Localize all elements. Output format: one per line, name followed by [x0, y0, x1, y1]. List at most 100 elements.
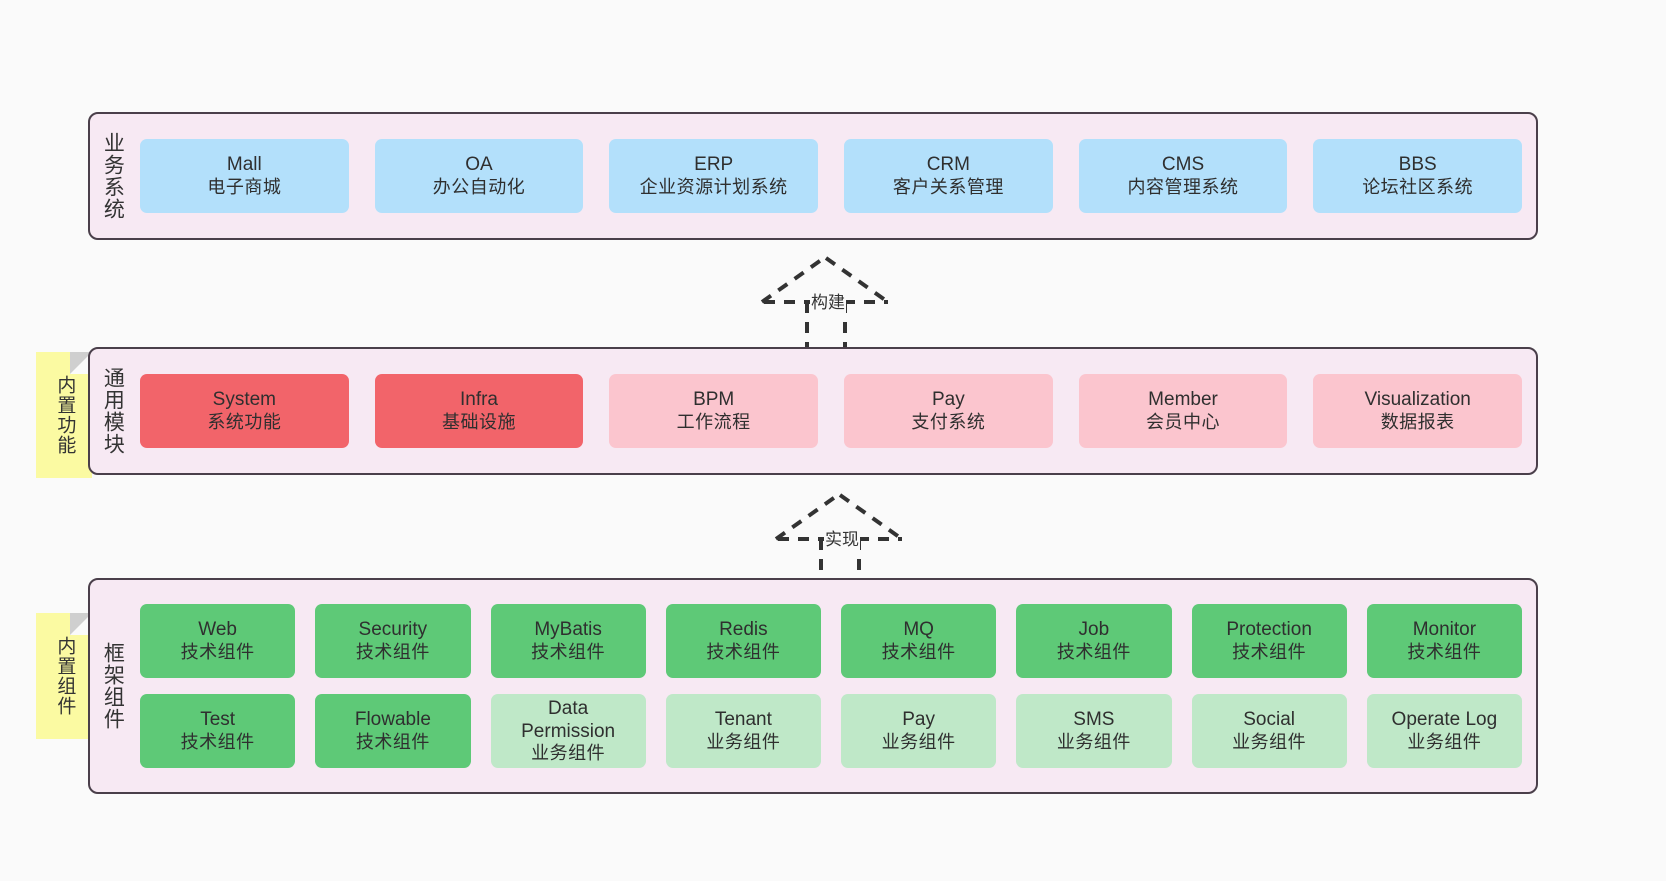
- note-label: 内置功能: [54, 375, 76, 455]
- node-title-en: ERP: [694, 154, 734, 176]
- node-test[interactable]: Test 技术组件: [140, 694, 296, 768]
- node-title-cn: 基础设施: [442, 411, 516, 432]
- layer-title-framework: 框架组件: [101, 642, 125, 730]
- layer-title-business: 业务系统: [101, 132, 125, 220]
- node-title-en: MyBatis: [534, 619, 602, 641]
- node-title-en: SMS: [1073, 709, 1115, 731]
- node-title-cn: 技术组件: [355, 641, 430, 662]
- node-title-cn: 办公自动化: [432, 176, 526, 197]
- node-title-en: Job: [1078, 619, 1110, 641]
- node-system[interactable]: System 系统功能: [140, 374, 349, 448]
- note-builtin-components: 内置组件: [36, 613, 92, 739]
- note-label: 内置组件: [54, 636, 76, 716]
- node-title-cn: 支付系统: [911, 411, 986, 432]
- node-sms[interactable]: SMS 业务组件: [1016, 694, 1172, 768]
- business-row: Mall 电子商城 OA 办公自动化 ERP 企业资源计划系统 CRM 客户关系…: [140, 139, 1523, 213]
- connector-label-build: 构建: [810, 286, 846, 315]
- node-web[interactable]: Web 技术组件: [140, 604, 296, 678]
- node-tenant[interactable]: Tenant 业务组件: [665, 694, 821, 768]
- node-mq[interactable]: MQ 技术组件: [841, 604, 997, 678]
- node-redis[interactable]: Redis 技术组件: [665, 604, 821, 678]
- layer-body-business: Mall 电子商城 OA 办公自动化 ERP 企业资源计划系统 CRM 客户关系…: [134, 114, 1536, 238]
- node-title-cn: 技术组件: [531, 641, 606, 662]
- node-title-en: Flowable: [354, 709, 431, 731]
- connector-label-implement: 实现: [824, 523, 860, 552]
- arrowhead-right-edge: [838, 493, 904, 541]
- node-title-cn: 会员中心: [1146, 411, 1221, 432]
- node-pay-module[interactable]: Pay 支付系统: [844, 374, 1053, 448]
- node-title-cn: 数据报表: [1380, 411, 1455, 432]
- node-title-en: CMS: [1161, 154, 1205, 176]
- layer-body-modules: System 系统功能 Infra 基础设施 BPM 工作流程 Pay 支付系统…: [134, 349, 1536, 473]
- node-flowable[interactable]: Flowable 技术组件: [315, 694, 471, 768]
- node-title-cn: 技术组件: [180, 641, 255, 662]
- node-title-en: Pay: [931, 389, 965, 411]
- node-social[interactable]: Social 业务组件: [1191, 694, 1347, 768]
- node-title-en: Test: [200, 709, 236, 731]
- node-data-permission[interactable]: Data Permission 业务组件: [490, 694, 646, 768]
- node-cms[interactable]: CMS 内容管理系统: [1078, 139, 1288, 213]
- node-title-cn: 系统功能: [207, 411, 282, 432]
- node-title-en: Data Permission: [521, 697, 616, 743]
- node-bpm[interactable]: BPM 工作流程: [609, 374, 819, 448]
- node-title-cn: 业务组件: [706, 731, 781, 752]
- node-title-cn: 工作流程: [676, 411, 751, 432]
- node-title-en: MQ: [903, 619, 934, 641]
- node-title-cn: 技术组件: [881, 641, 956, 662]
- node-title-en: Pay: [902, 709, 935, 731]
- node-title-cn: 论坛社区系统: [1362, 176, 1474, 197]
- node-title-en: CRM: [926, 154, 970, 176]
- node-bbs[interactable]: BBS 论坛社区系统: [1313, 139, 1523, 213]
- node-title-en: Web: [198, 619, 237, 641]
- layer-common-modules: 通用模块 System 系统功能 Infra 基础设施 BPM 工作流程 Pay…: [88, 347, 1538, 475]
- node-operate-log[interactable]: Operate Log 业务组件: [1366, 694, 1522, 768]
- node-title-cn: 业务组件: [531, 743, 606, 764]
- node-title-cn: 电子商城: [207, 176, 282, 197]
- node-mall[interactable]: Mall 电子商城: [140, 139, 349, 213]
- node-erp[interactable]: ERP 企业资源计划系统: [609, 139, 819, 213]
- node-infra[interactable]: Infra 基础设施: [374, 374, 584, 448]
- node-title-cn: 企业资源计划系统: [639, 176, 788, 197]
- node-title-cn: 技术组件: [1232, 641, 1307, 662]
- node-security[interactable]: Security 技术组件: [315, 604, 471, 678]
- layer-framework-components: 框架组件 Web 技术组件 Security 技术组件 MyBatis 技术组件…: [88, 578, 1538, 794]
- node-title-en: Mall: [226, 154, 262, 176]
- node-job[interactable]: Job 技术组件: [1016, 604, 1172, 678]
- node-title-en: Member: [1148, 389, 1218, 411]
- arrowhead-left-edge: [774, 493, 840, 541]
- layer-title-modules: 通用模块: [101, 367, 125, 455]
- node-title-cn: 客户关系管理: [892, 176, 1004, 197]
- node-title-en: BBS: [1398, 154, 1437, 176]
- connector-implement: 实现: [766, 487, 926, 585]
- node-title-cn: 业务组件: [1056, 731, 1131, 752]
- node-title-en: Operate Log: [1391, 709, 1498, 731]
- node-monitor[interactable]: Monitor 技术组件: [1366, 604, 1522, 678]
- node-title-cn: 技术组件: [1056, 641, 1131, 662]
- node-mybatis[interactable]: MyBatis 技术组件: [490, 604, 646, 678]
- node-title-en: Social: [1243, 709, 1295, 731]
- node-title-en: Security: [358, 619, 428, 641]
- node-title-en: BPM: [693, 389, 735, 411]
- layer-business-system: 业务系统 Mall 电子商城 OA 办公自动化 ERP 企业资源计划系统 CRM…: [88, 112, 1538, 240]
- node-title-cn: 业务组件: [1232, 731, 1307, 752]
- node-title-cn: 技术组件: [706, 641, 781, 662]
- node-title-cn: 业务组件: [1407, 731, 1482, 752]
- node-oa[interactable]: OA 办公自动化: [374, 139, 584, 213]
- node-member[interactable]: Member 会员中心: [1078, 374, 1288, 448]
- node-crm[interactable]: CRM 客户关系管理: [844, 139, 1053, 213]
- framework-row-mixed: Test 技术组件 Flowable 技术组件 Data Permission …: [140, 694, 1522, 768]
- node-pay-component[interactable]: Pay 业务组件: [841, 694, 997, 768]
- arrowhead-right-edge: [824, 256, 890, 304]
- node-title-en: Tenant: [714, 709, 772, 731]
- arrowhead-left-edge: [760, 256, 826, 304]
- node-title-cn: 技术组件: [180, 731, 255, 752]
- note-builtin-functions: 内置功能: [36, 352, 92, 478]
- node-title-en: Visualization: [1364, 389, 1471, 411]
- node-title-cn: 技术组件: [1407, 641, 1482, 662]
- connector-build: 构建: [752, 250, 912, 350]
- framework-row-tech: Web 技术组件 Security 技术组件 MyBatis 技术组件 Redi…: [140, 604, 1522, 678]
- node-visualization[interactable]: Visualization 数据报表: [1313, 374, 1523, 448]
- node-title-en: Infra: [459, 389, 499, 411]
- node-protection[interactable]: Protection 技术组件: [1191, 604, 1347, 678]
